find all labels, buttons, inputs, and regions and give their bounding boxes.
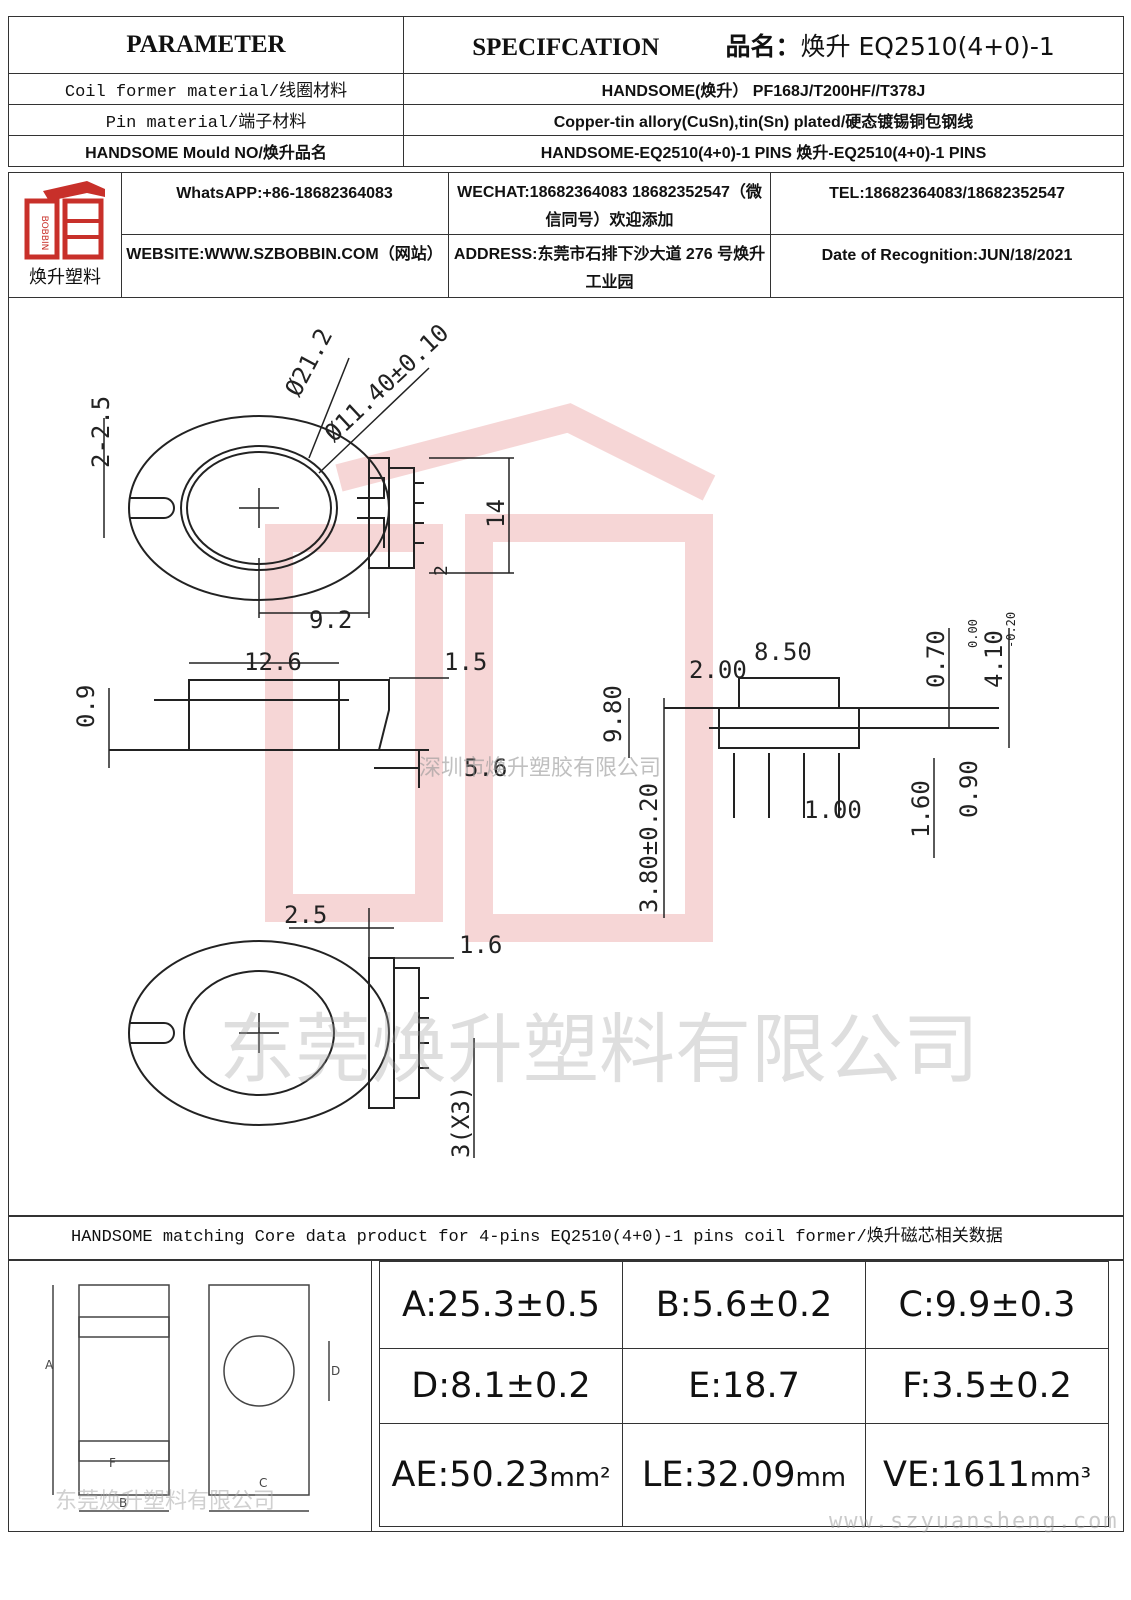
technical-drawing: 2-2.5 Ø21.2 Ø11.40±0.10 9.2 14 2 0.: [8, 298, 1124, 1216]
core-c: C:9.9±0.3: [865, 1261, 1109, 1349]
drawing-svg: 2-2.5 Ø21.2 Ø11.40±0.10 9.2 14 2 0.: [72, 319, 1018, 1158]
svg-text:D: D: [331, 1364, 340, 1378]
dim-k: 0.70: [922, 630, 950, 688]
bottom-view: [128, 908, 475, 1158]
dim-f: 12.6: [244, 648, 302, 676]
core-svg: A F B C D: [45, 1284, 340, 1512]
dim-two: 2: [431, 565, 452, 576]
core-le-unit: mm: [795, 1463, 847, 1493]
core-f: F:3.5±0.2: [865, 1348, 1109, 1424]
dim-a: Ø21.2: [280, 324, 339, 401]
telephone: TEL:18682364083/18682352547: [771, 173, 1123, 235]
header-table: PARAMETER SPECIFCATION 品名：焕升 EQ2510(4+0)…: [8, 16, 1124, 167]
core-ae-unit: mm²: [549, 1463, 611, 1493]
core-e: E:18.7: [622, 1348, 866, 1424]
core-le: LE:32.09mm: [622, 1423, 866, 1527]
svg-text:BOBBIN: BOBBIN: [39, 216, 49, 251]
watermark-company: 东莞焕升塑料有限公司: [219, 1008, 979, 1093]
dim-l-tol-up: 0.00: [966, 619, 980, 648]
core-values-table: A:25.3±0.5 B:5.6±0.2 C:9.9±0.3 D:8.1±0.2…: [379, 1261, 1109, 1527]
param-coil-former: Coil former material/线圈材料: [8, 73, 404, 105]
core-drawing: A F B C D 东莞焕升塑料有限公司: [9, 1261, 372, 1531]
dim-g: 1.5: [444, 648, 487, 676]
logo-text: 焕升塑料: [29, 267, 101, 287]
recognition-date: Date of Recognition:JUN/18/2021: [821, 247, 1073, 264]
watermark-shenzhen: 深圳市焕升塑胶有限公司: [419, 755, 662, 780]
contact-block: BOBBIN 焕升塑料 WhatsAPP:+86-18682364083 WEC…: [8, 172, 1124, 298]
param-mould-no: HANDSOME Mould NO/焕升品名: [8, 135, 404, 167]
specification-heading: SPECIFCATION 品名：焕升 EQ2510(4+0)-1: [403, 16, 1124, 74]
top-view: [103, 357, 514, 618]
dim-d: 9.2: [309, 606, 352, 634]
wechat: WECHAT:18682364083 18682352547（微信同号）欢迎添加: [449, 173, 771, 235]
contact-grid: WhatsAPP:+86-18682364083 WECHAT:18682364…: [121, 173, 1123, 297]
core-le-value: LE:32.09: [641, 1455, 796, 1495]
core-watermark: 东莞焕升塑料有限公司: [55, 1488, 276, 1513]
logo-watermark: [265, 403, 716, 942]
param-pin-material: Pin material/端子材料: [8, 104, 404, 136]
whatsapp: WhatsAPP:+86-18682364083: [121, 173, 449, 235]
core-ve-unit: mm³: [1029, 1463, 1091, 1493]
spec-sheet: PARAMETER SPECIFCATION 品名：焕升 EQ2510(4+0)…: [8, 16, 1124, 1574]
dim-c: 2-2.5: [87, 396, 115, 468]
company-logo: BOBBIN 焕升塑料: [9, 173, 122, 297]
dim-h09: 0.9: [72, 685, 100, 728]
spec-mould-no: HANDSOME-EQ2510(4+0)-1 PINS 焕升-EQ2510(4+…: [403, 135, 1124, 167]
spec-label: SPECIFCATION: [472, 34, 660, 61]
logo-icon: BOBBIN: [24, 181, 105, 260]
website-watermark: www.szyuansheng.com: [829, 1509, 1119, 1534]
dim-l-tol-dn: -0.20: [1004, 612, 1018, 648]
core-ae-value: AE:50.23: [391, 1455, 550, 1495]
svg-text:C: C: [259, 1476, 267, 1490]
parameter-heading: PARAMETER: [8, 16, 404, 74]
website: WEBSITE:WWW.SZBOBBIN.COM（网站）: [121, 235, 449, 297]
dim-n: 1.60: [907, 780, 935, 838]
dim-i: 9.80: [599, 685, 627, 743]
core-data-block: A F B C D 东莞焕升塑料有限公司 A:25.3±0.5 B:5.6±0.…: [8, 1260, 1124, 1534]
svg-text:A: A: [45, 1358, 54, 1372]
dim-l: 4.10: [980, 630, 1008, 688]
dim-h: 5.6: [464, 754, 507, 782]
core-d: D:8.1±0.2: [379, 1348, 623, 1424]
svg-text:F: F: [109, 1456, 116, 1470]
svg-text:B: B: [119, 1496, 127, 1510]
dim-m: 0.90: [955, 760, 983, 818]
core-a: A:25.3±0.5: [379, 1261, 623, 1349]
core-ve-value: VE:1611: [883, 1455, 1030, 1495]
dim-pin: 3.80±0.20: [635, 783, 663, 913]
dim-two-oo: 2.00: [689, 656, 747, 684]
dim-p: 1.6: [459, 931, 502, 959]
product-name-label: 品名：: [725, 32, 801, 61]
core-ae: AE:50.23mm²: [379, 1423, 623, 1527]
core-data-title: HANDSOME matching Core data product for …: [8, 1216, 1124, 1260]
side-view-left: [108, 662, 449, 788]
address: ADDRESS:东莞市石排下沙大道 276 号焕升工业园: [449, 235, 771, 297]
dim-q: 3(X3): [447, 1086, 475, 1158]
dim-j: 8.50: [754, 638, 812, 666]
side-view-right: [628, 628, 1010, 918]
spec-coil-former: HANDSOME(焕升） PF168J/T200HF//T378J: [403, 73, 1124, 105]
core-b: B:5.6±0.2: [622, 1261, 866, 1349]
dim-one-oo: 1.00: [804, 796, 862, 824]
product-name: 焕升 EQ2510(4+0)-1: [800, 32, 1055, 61]
spec-pin-material: Copper-tin allory(CuSn),tin(Sn) plated/硬…: [403, 104, 1124, 136]
dim-e: 14: [482, 499, 510, 528]
core-ve: VE:1611mm³: [865, 1423, 1109, 1527]
dim-o: 2.5: [284, 901, 327, 929]
